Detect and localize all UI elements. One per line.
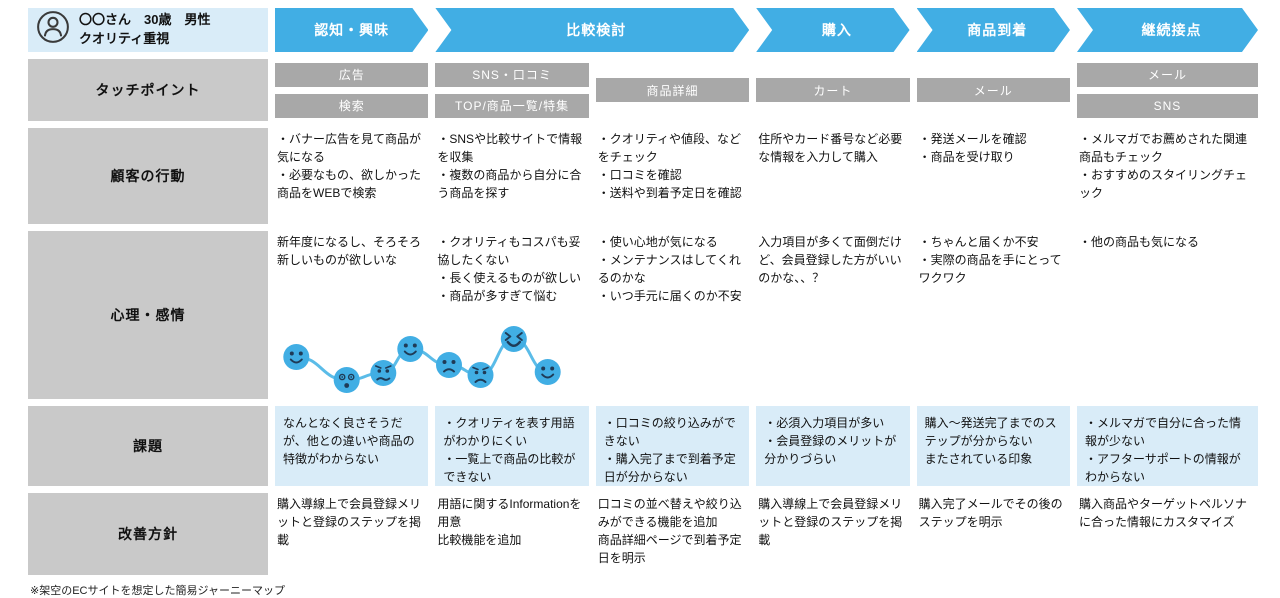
touchpoints-cell: 広告 検索: [275, 59, 429, 121]
phase-arrow-awareness: 認知・興味: [275, 8, 428, 52]
feelings-cell: ・他の商品も気になる: [1078, 235, 1199, 249]
persona-icon: [36, 10, 70, 50]
touchpoints-cell: メール: [916, 59, 1070, 121]
actions-cell: ・クオリティや値段、などをチェック ・口コミを確認 ・送料や到着予定日を確認: [597, 132, 742, 200]
touchpoint-chip: TOP/商品一覧/特集: [435, 93, 589, 118]
row-label-feelings: 心理・感情: [28, 231, 268, 399]
actions-cell: ・メルマガでお薦めされた関連商品もチェック ・おすすめのスタイリングチェック: [1078, 132, 1247, 200]
issues-cell: なんとなく良さそうだが、他との違いや商品の特徴がわからない: [275, 406, 429, 486]
persona-card: 〇〇さん 30歳 男性 クオリティ重視: [28, 8, 268, 52]
touchpoint-chip: 商品詳細: [595, 78, 750, 102]
touchpoint-chip: SNS: [1076, 93, 1258, 118]
touchpoints-cell: 商品詳細: [595, 59, 750, 121]
improvements-cell: 購入完了メールでその後のステップを明示: [918, 497, 1063, 529]
feelings-cell: ・ちゃんと届くか不安 ・実際の商品を手にとってワクワク: [918, 235, 1062, 285]
touchpoints-cell: SNS・口コミ TOP/商品一覧/特集: [435, 59, 589, 121]
touchpoint-chip: メール: [1076, 62, 1258, 87]
feelings-cell: 入力項目が多くて面倒だけど、会員登録した方がいいのかな、、？: [758, 235, 902, 285]
touchpoint-chip: SNS・口コミ: [435, 62, 589, 87]
phase-label: 購入: [821, 22, 852, 38]
actions-cell: ・SNSや比較サイトで情報を収集 ・複数の商品から自分に合う商品を探す: [437, 132, 583, 200]
touchpoints-cell: メール SNS: [1076, 59, 1258, 121]
phase-arrow-consideration: 比較検討: [435, 8, 749, 52]
issues-cell: ・口コミの絞り込みができない ・購入完了まで到着予定日が分からない: [595, 406, 750, 486]
row-label-touchpoints: タッチポイント: [28, 59, 268, 121]
persona-text: 〇〇さん 30歳 男性 クオリティ重視: [79, 12, 211, 46]
feelings-cell: 新年度になるし、そろそろ新しいものが欲しいな: [277, 235, 422, 267]
phase-label: 継続接点: [1141, 22, 1202, 38]
actions-cell: ・発送メールを確認 ・商品を受け取り: [918, 132, 1027, 164]
touchpoint-chip: 広告: [275, 62, 429, 87]
feelings-cell: ・使い心地が気になる ・メンテナンスはしてくれるのかな ・いつ手元に届くのか不安: [597, 235, 742, 303]
phase-label: 商品到着: [967, 22, 1028, 38]
improvements-cell: 用語に関するInformationを用意 比較機能を追加: [437, 497, 582, 547]
phase-arrow-delivery: 商品到着: [917, 8, 1070, 52]
journey-map-grid: 〇〇さん 30歳 男性 クオリティ重視 認知・興味 比較検討 購入 商品到着 継…: [28, 8, 1258, 575]
phase-label: 比較検討: [566, 22, 627, 38]
issues-cell: 購入〜発送完了までのステップが分からない またされている印象: [916, 406, 1070, 486]
actions-cell: 住所やカード番号など必要な情報を入力して購入: [758, 132, 903, 164]
issues-cell: ・必須入力項目が多い ・会員登録のメリットが分かりづらい: [756, 406, 910, 486]
improvements-cell: 購入導線上で会員登録メリットと登録のステップを掲載: [277, 497, 422, 547]
phase-arrow-retention: 継続接点: [1077, 8, 1258, 52]
feelings-cell: ・クオリティもコスパも妥協したくない ・長く使えるものが欲しい ・商品が多すぎて…: [437, 235, 582, 303]
improvements-cell: 購入商品やターゲットペルソナに合った情報にカスタマイズ: [1078, 497, 1247, 529]
touchpoints-cell: カート: [756, 59, 910, 121]
phase-label: 認知・興味: [314, 22, 390, 38]
footnote: ※架空のECサイトを想定した簡易ジャーニーマップ: [30, 585, 285, 597]
touchpoint-chip: メール: [916, 78, 1070, 102]
issues-cell: ・クオリティを表す用語がわかりにくい ・一覧上で商品の比較ができない: [435, 406, 589, 486]
improvements-cell: 購入導線上で会員登録メリットと登録のステップを掲載: [758, 497, 903, 547]
issues-cell: ・メルマガで自分に合った情報が少ない ・アフターサポートの情報がわからない: [1076, 406, 1258, 486]
row-label-improvements: 改善方針: [28, 493, 268, 575]
row-label-issues: 課題: [28, 406, 268, 486]
actions-cell: ・バナー広告を見て商品が気になる ・必要なもの、欲しかった商品をWEBで検索: [277, 132, 422, 200]
phase-arrow-purchase: 購入: [756, 8, 909, 52]
row-label-actions: 顧客の行動: [28, 128, 268, 224]
touchpoint-chip: 検索: [275, 93, 429, 118]
improvements-cell: 口コミの並べ替えや絞り込みができる機能を追加 商品詳細ページで到着予定日を明示: [597, 497, 742, 565]
touchpoint-chip: カート: [756, 78, 910, 102]
